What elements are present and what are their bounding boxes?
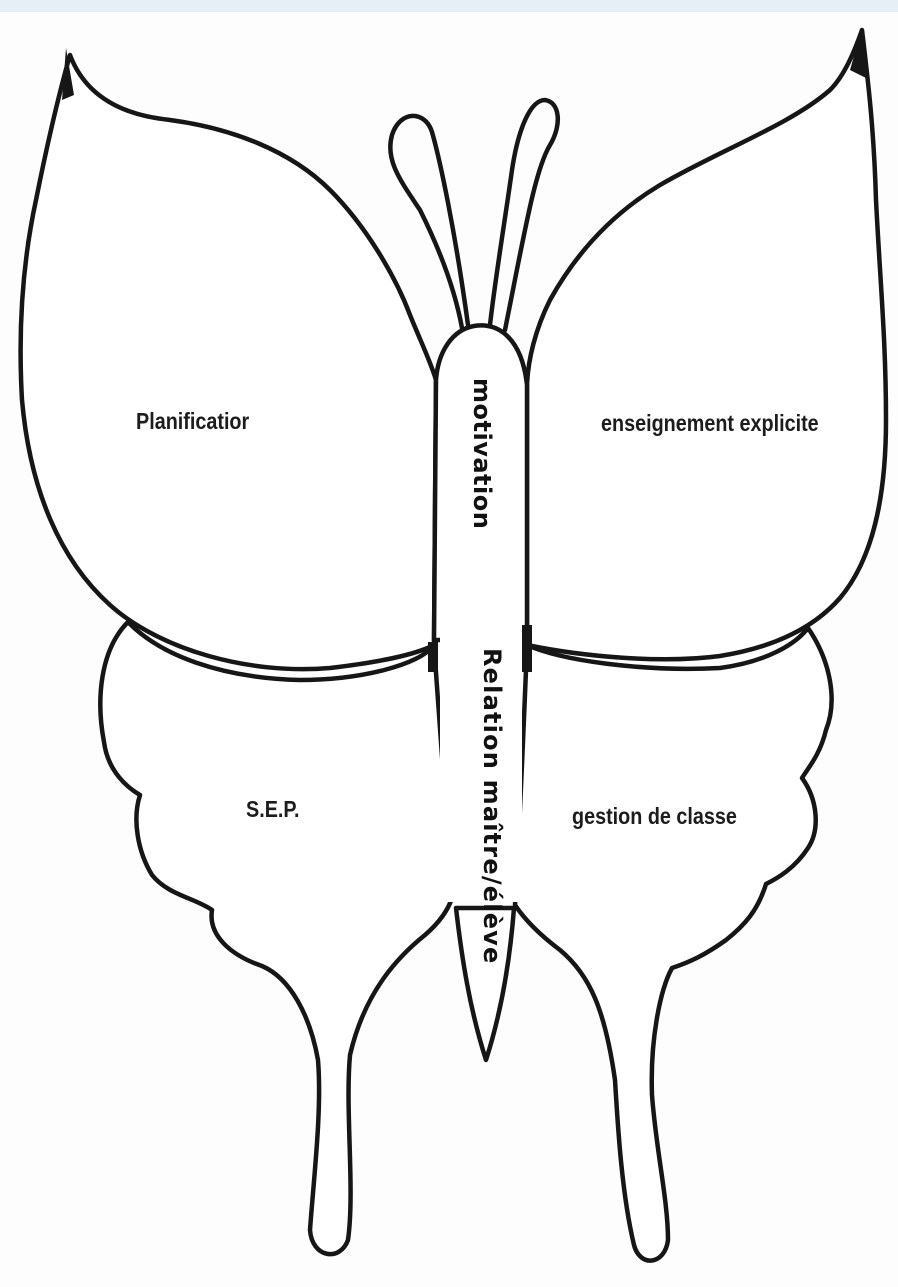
lower-left-wing (100, 622, 452, 1254)
lower-left-wing-label: S.E.P. (246, 796, 300, 823)
upper-right-wing-label: enseignement explicite (601, 410, 819, 437)
upper-right-wing (527, 30, 886, 659)
upper-left-wing-label: Planificatior (136, 408, 249, 435)
body-lower-label: Relation maître/élève (478, 648, 506, 965)
right-antenna (490, 100, 558, 330)
lower-right-wing-label: gestion de classe (572, 803, 737, 830)
lower-right-wing (515, 628, 832, 1261)
right-hinge-mark (522, 625, 532, 672)
left-hinge-mark (428, 642, 438, 672)
upper-left-wing (21, 55, 436, 669)
body-upper-label: motivation (468, 378, 496, 529)
